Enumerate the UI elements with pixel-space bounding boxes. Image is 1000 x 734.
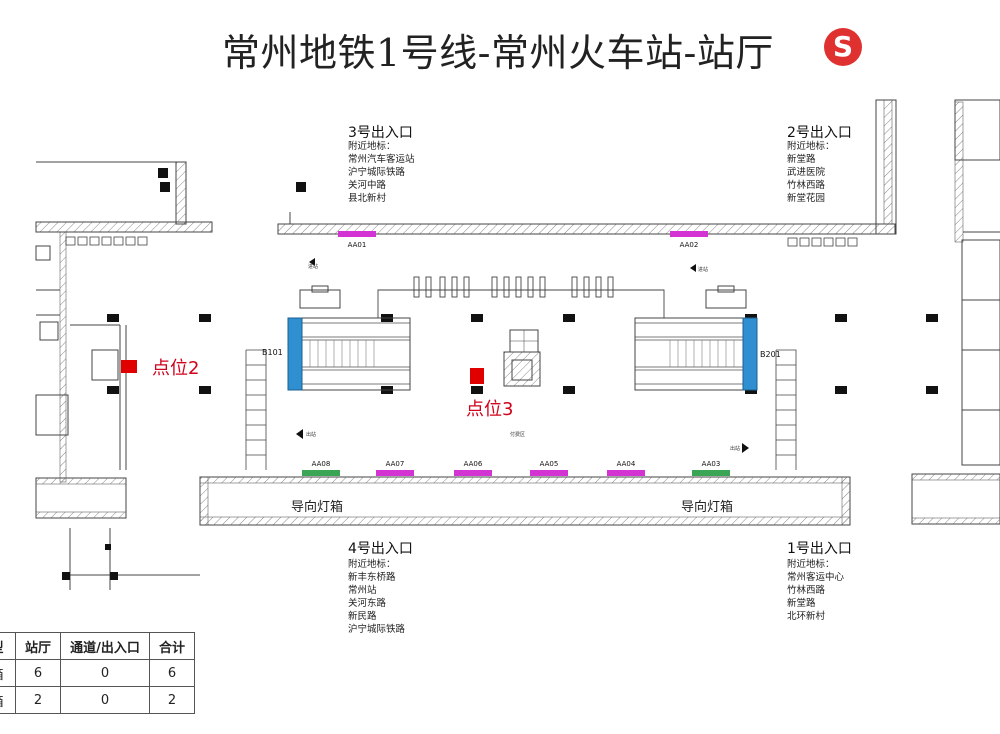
ad-slot-label: AA03 [701, 460, 721, 468]
table-cell: 0 [60, 686, 150, 714]
table-header-row: 型 站厅 通道/出入口 合计 [0, 632, 195, 660]
table-cell: 2 [15, 686, 61, 714]
top-wall [277, 223, 896, 235]
exit-3-landmarks: 附近地标：常州汽车客运站 沪宁城际铁路关河中路 县北新村 [348, 141, 415, 204]
point-2-marker [121, 360, 137, 373]
stats-table: 型 站厅 通道/出入口 合计 箱 6 0 6 箱 2 0 2 [0, 632, 195, 714]
point-3-marker [470, 368, 484, 384]
arrow-icons [296, 258, 749, 453]
direction-label: 出站 [306, 432, 317, 438]
table-header: 通道/出入口 [60, 632, 150, 660]
table-cell: 2 [149, 686, 195, 714]
exit-1-landmarks: 附近地标：常州客运中心 竹林西路新堂路 北环新村 [787, 559, 845, 622]
exit-2-title: 2号出入口 [787, 125, 852, 141]
exit-3-title: 3号出入口 [348, 125, 413, 141]
ad-slot-label: AA08 [311, 460, 331, 468]
right-escalator [634, 285, 758, 391]
point-2-label: 点位2 [152, 358, 200, 379]
ad-slot-label: AA06 [463, 460, 483, 468]
ad-slot-label: AA05 [539, 460, 559, 468]
ad-slot-AA02 [670, 231, 708, 237]
exit-1-title: 1号出入口 [787, 541, 852, 557]
table-cell: 箱 [0, 686, 16, 714]
ad-slot-AA03 [692, 470, 730, 476]
table-row: 箱 6 0 6 [0, 659, 195, 687]
ad-slot-AA06 [454, 470, 492, 476]
sign-box-label: 导向灯箱 [291, 500, 344, 515]
ad-slot-AA01 [338, 231, 376, 237]
direction-label: 出站 [730, 446, 741, 452]
table-header: 合计 [149, 632, 195, 660]
table-cell: 0 [60, 659, 150, 687]
left-escalator [287, 285, 411, 391]
table-row: 箱 2 0 2 [0, 686, 195, 714]
table-header: 站厅 [15, 632, 61, 660]
direction-label: 进站 [698, 267, 709, 273]
ad-slot-label: AA02 [679, 241, 699, 249]
exit-2-landmarks: 附近地标：新堂路 武进医院竹林西路 新堂花园 [787, 141, 835, 204]
table-cell: 箱 [0, 659, 16, 687]
table-cell: 6 [149, 659, 195, 687]
ad-slot-label: AA01 [347, 241, 367, 249]
b101-label: B101 [262, 348, 283, 357]
direction-label: 进站 [308, 264, 319, 270]
b201-label: B201 [760, 350, 781, 359]
ad-slots [302, 231, 730, 476]
point-3-label: 点位3 [466, 399, 514, 420]
fare-gates [377, 276, 665, 318]
ad-slot-AA04 [607, 470, 645, 476]
ad-slot-AA07 [376, 470, 414, 476]
paid-area-label: 付费区 [510, 432, 526, 438]
ad-slot-AA05 [530, 470, 568, 476]
sign-box-label: 导向灯箱 [681, 500, 734, 515]
elevator [503, 329, 541, 387]
table-cell: 6 [15, 659, 61, 687]
page-title: 常州地铁1号线-常州火车站-站厅 [222, 31, 774, 75]
ad-slot-label: AA07 [385, 460, 405, 468]
ad-slot-AA08 [302, 470, 340, 476]
exit-4-landmarks: 附近地标：新丰东桥路 常州站关河东路 新民路沪宁城际铁路 [348, 559, 406, 635]
exit-4-title: 4号出入口 [348, 541, 413, 557]
metro-logo-icon: S [824, 28, 862, 66]
ad-slot-label: AA04 [616, 460, 636, 468]
table-header: 型 [0, 632, 16, 660]
